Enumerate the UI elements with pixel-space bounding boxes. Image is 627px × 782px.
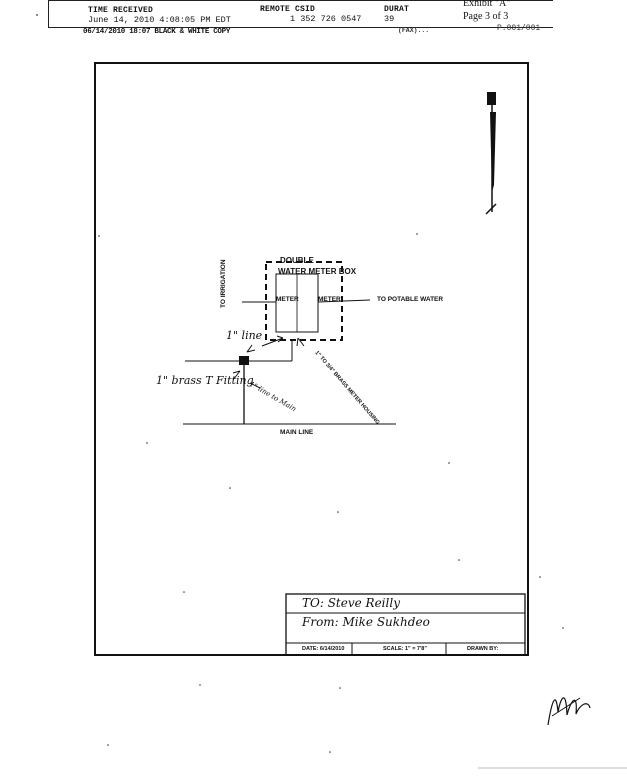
title-block	[285, 593, 526, 656]
page-number: Page 3 of 3	[463, 11, 509, 22]
title-block-scale: SCALE: 1" = 7'8"	[383, 646, 427, 652]
label-main-line: MAIN LINE	[280, 429, 314, 436]
title-block-to: TO: Steve Reilly	[302, 596, 400, 610]
label-meter-right: METER	[318, 296, 341, 303]
fax-fragment-left: (FAX)...	[398, 27, 430, 34]
title-block-from: From: Mike Sukhdeo	[302, 615, 430, 629]
signature-initials	[547, 697, 591, 726]
duration-label: DURAT	[384, 5, 410, 14]
label-meter-left: METER	[276, 296, 299, 303]
remote-csid-value: 1 352 726 0547	[290, 14, 362, 24]
fax-stamp-line: 06/14/2010 18:07 BLACK & WHITE COPY	[83, 28, 231, 36]
fax-header-bottom-rule	[48, 27, 553, 28]
exhibit-label: Exhibit "A"	[463, 0, 511, 9]
label-double: DOUBLE	[280, 256, 314, 265]
drawing-border	[94, 62, 529, 656]
duration-value: 39	[384, 14, 395, 24]
fax-header-left-rule	[48, 0, 49, 28]
label-to-potable-water: TO POTABLE WATER	[377, 296, 444, 303]
remote-csid-label: REMOTE CSID	[260, 5, 316, 14]
pipe-lines	[183, 299, 396, 425]
north-arrow-icon	[485, 92, 497, 215]
label-water-meter-box: WATER METER BOX	[278, 267, 357, 276]
title-block-drawn-by: DRAWN BY:	[467, 646, 499, 652]
time-received-label: TIME RECEIVED	[88, 6, 154, 15]
title-block-date: DATE: 6/14/2010	[302, 646, 345, 652]
fax-fragment-right: P.001/001	[497, 24, 541, 33]
label-one-inch-line: 1" line	[226, 329, 263, 342]
scan-specks	[36, 14, 564, 753]
time-received-value: June 14, 2010 4:08:05 PM EDT	[88, 15, 231, 25]
label-brass-t-fitting: 1" brass T Fitting	[156, 374, 254, 387]
fax-header-top-rule	[48, 0, 553, 2]
